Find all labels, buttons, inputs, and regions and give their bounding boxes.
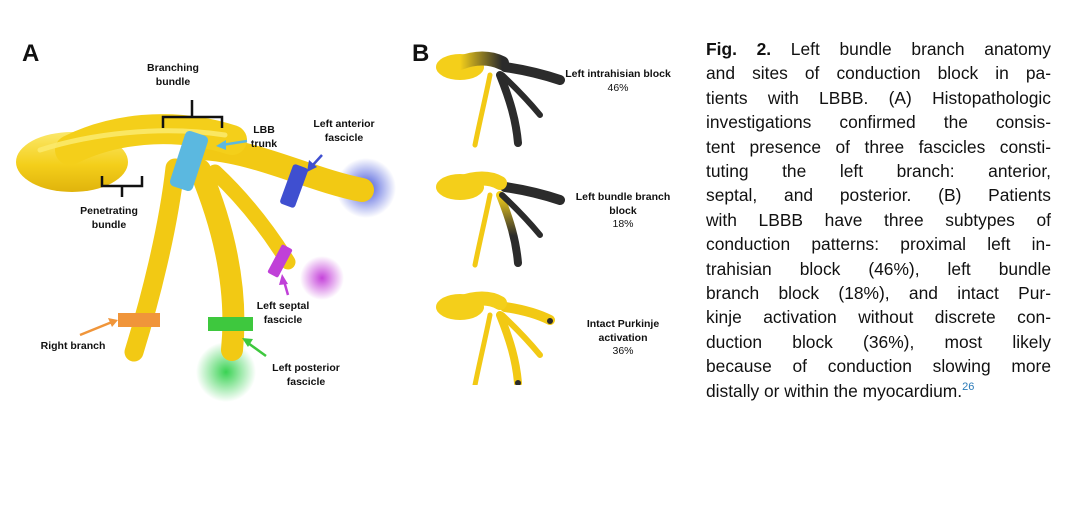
left-septal-label: Left septal fascicle	[248, 300, 318, 327]
panel-b-item2-drawing	[436, 171, 565, 268]
caption-line: distally or within the myocardium.26	[706, 379, 1051, 403]
penetrating-bundle-label-line2: bundle	[91, 218, 127, 231]
branching-bundle-bracket	[161, 100, 224, 128]
lbb-trunk-label: LBB trunk	[244, 124, 284, 151]
panel-b-item3-title-line1: Intact Purkinje	[586, 318, 660, 330]
lbb-trunk-arrow	[216, 139, 248, 150]
panel-a-letter: A	[22, 40, 40, 67]
panel-b-item3-percent: 36%	[612, 345, 634, 358]
caption-line-text: Left bundle branch anatomy	[771, 39, 1051, 59]
caption-line: branch block (18%), and intact Pur-	[706, 283, 1051, 304]
left-posterior-band	[208, 317, 253, 331]
panel-b-item1-percent: 46%	[607, 81, 629, 94]
bundle-highlight	[37, 128, 228, 153]
right-branch-arrow	[79, 318, 118, 337]
left-septal-arrow	[279, 274, 290, 296]
panel-b-item3-drawing	[436, 291, 555, 385]
left-posterior-label-line1: Left posterior	[272, 362, 340, 374]
caption-line: tients with LBBB. (A) Histopathologic	[706, 87, 1051, 108]
left-septal-label-line1: Left septal	[256, 300, 310, 312]
caption-fig-label: Fig. 2.	[706, 39, 772, 59]
left-posterior-arrow	[242, 338, 267, 358]
caption-line: Fig. 2. Left bundle branch anatomy	[706, 37, 1051, 61]
right-branch-band	[118, 313, 160, 327]
branching-bundle-label: Branching bundle	[140, 62, 206, 89]
caption-line: kinje activation without discrete con-	[706, 307, 1051, 328]
penetrating-bundle-label: Penetrating bundle	[74, 205, 144, 232]
caption-line: because of conduction slowing more	[706, 356, 1051, 377]
panel-b-item2-label: Left bundle branch block 18%	[570, 191, 676, 232]
panel-b-item2-title-line1: Left bundle branch	[575, 191, 671, 203]
left-posterior-glow	[196, 342, 256, 402]
caption-line: and sites of conduction block in pa-	[706, 63, 1051, 84]
caption-line: conduction patterns: proximal left in-	[706, 234, 1051, 255]
caption-reference[interactable]: 26	[962, 380, 975, 393]
right-branch-shape	[124, 158, 185, 362]
caption-line: with LBBB have three subtypes of	[706, 209, 1051, 230]
penetrating-bundle-label-line1: Penetrating	[80, 205, 138, 217]
panel-b-letter: B	[412, 40, 430, 67]
lbb-trunk-band	[169, 131, 209, 191]
caption-line: tuting the left branch: anterior,	[706, 161, 1051, 182]
panel-b-item2-percent: 18%	[612, 218, 634, 231]
panel-b-item1-drawing	[436, 51, 565, 148]
left-anterior-band	[280, 164, 308, 208]
caption-line: trahisian block (46%), left bundle	[706, 258, 1051, 279]
right-branch-label: Right branch	[40, 340, 106, 352]
left-posterior-label-line2: fascicle	[286, 375, 326, 388]
branching-bundle-label-line2: bundle	[155, 75, 191, 88]
caption-line: septal, and posterior. (B) Patients	[706, 185, 1051, 206]
penetrating-bundle-bracket	[100, 176, 144, 197]
lbb-trunk-label-line2: trunk	[250, 137, 278, 150]
left-anterior-label: Left anterior fascicle	[302, 118, 386, 145]
panel-b-item3-label: Intact Purkinje activation 36%	[574, 318, 672, 359]
panel-b-item3-title-line2: activation	[598, 331, 648, 344]
left-anterior-label-line1: Left anterior	[313, 118, 375, 130]
panel-b-illustrations	[436, 51, 565, 385]
caption-line: tent presence of three fascicles consti-	[706, 136, 1051, 157]
figure-caption: Fig. 2. Left bundle branch anatomy and s…	[706, 37, 1051, 403]
panel-b-item2-title-line2: block	[609, 204, 637, 217]
panel-b-item1-title: Left intrahisian block	[565, 68, 671, 80]
left-septal-label-line2: fascicle	[263, 313, 303, 326]
left-anterior-label-line2: fascicle	[324, 131, 364, 144]
branching-bundle-label-line1: Branching	[147, 62, 199, 74]
left-anterior-arrow	[307, 154, 323, 172]
caption-line: duction block (36%), most likely	[706, 331, 1051, 352]
caption-line-text: distally or within the myocardium.	[706, 380, 963, 401]
panel-a-illustration	[16, 100, 396, 402]
caption-line: investigations confirmed the consis-	[706, 112, 1051, 133]
lbb-trunk-label-line1: LBB	[253, 124, 275, 136]
panel-b-item1-label: Left intrahisian block 46%	[560, 68, 676, 95]
left-septal-band	[267, 244, 293, 278]
left-posterior-label: Left posterior fascicle	[262, 362, 350, 389]
left-septal-glow	[300, 256, 344, 300]
